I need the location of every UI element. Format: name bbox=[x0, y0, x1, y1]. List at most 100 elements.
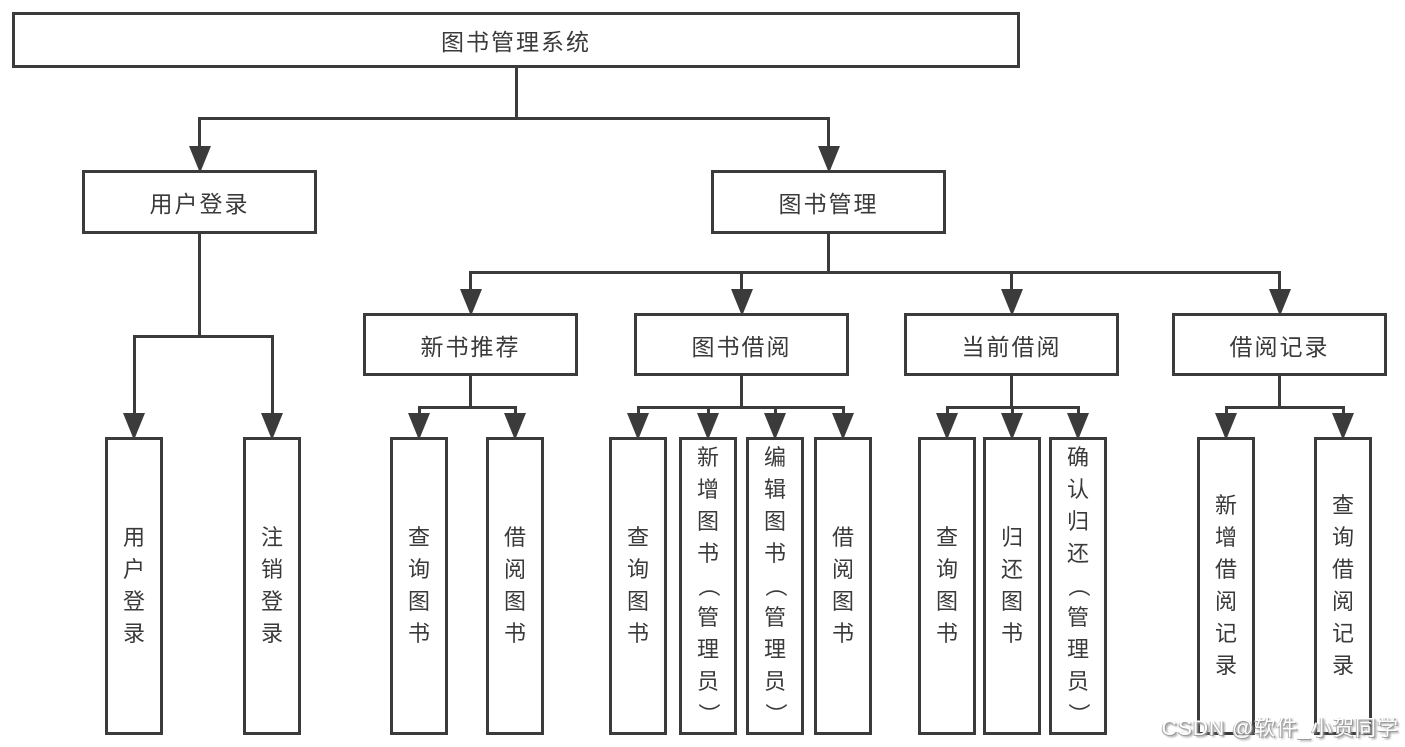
node-label: 归还图书 bbox=[986, 440, 1038, 732]
connector-line bbox=[1076, 407, 1080, 415]
node-label: 查询图书 bbox=[921, 440, 973, 732]
node-label: 查询图书 bbox=[393, 440, 445, 732]
node-label-char: 查 bbox=[1331, 493, 1354, 518]
node-label-char: 还 bbox=[1066, 541, 1089, 566]
arrow-down-icon bbox=[459, 289, 482, 316]
node-label: 查询借阅记录 bbox=[1317, 440, 1369, 732]
connector-line bbox=[636, 407, 640, 415]
node-leaf-confirm-return: 确认归还（管理员） bbox=[1049, 437, 1107, 735]
node-label-char: 阅 bbox=[831, 557, 854, 582]
node-label-char: 图 bbox=[696, 509, 719, 534]
arrow-down-icon bbox=[1000, 289, 1023, 316]
node-leaf-query-books-a: 查询图书 bbox=[390, 437, 448, 735]
connector-line bbox=[945, 407, 949, 415]
node-label-char: 图 bbox=[935, 589, 958, 614]
node-label: 借阅图书 bbox=[489, 440, 541, 732]
node-label-char: 登 bbox=[122, 589, 145, 614]
connector-line bbox=[198, 232, 201, 336]
node-leaf-logout: 注销登录 bbox=[243, 437, 301, 735]
arrow-down-icon bbox=[1067, 413, 1089, 440]
node-book-borrow: 图书借阅 bbox=[634, 313, 849, 376]
connector-line bbox=[270, 336, 274, 415]
node-current-borrow: 当前借阅 bbox=[904, 313, 1119, 376]
node-label: 编辑图书（管理员） bbox=[749, 440, 801, 732]
connector-line bbox=[1010, 272, 1013, 291]
node-label-char: 阅 bbox=[1331, 589, 1354, 614]
arrow-down-icon bbox=[1001, 413, 1023, 440]
arrow-down-icon bbox=[936, 413, 958, 440]
node-label-char: 图 bbox=[1000, 589, 1023, 614]
node-label-char: ） bbox=[695, 702, 721, 726]
node-label-char: 用 bbox=[122, 525, 145, 550]
node-label-char: 员 bbox=[763, 669, 786, 694]
node-leaf-add-books-admin: 新增图书（管理员） bbox=[679, 437, 737, 735]
node-label-char: 认 bbox=[1066, 477, 1089, 502]
node-leaf-add-borrow-record: 新增借阅记录 bbox=[1197, 437, 1255, 735]
node-label-char: 阅 bbox=[1214, 589, 1237, 614]
node-label-char: 新 bbox=[1214, 493, 1237, 518]
node-label-char: 图 bbox=[763, 509, 786, 534]
connector-line bbox=[417, 405, 517, 409]
node-label: 查询图书 bbox=[612, 440, 664, 732]
node-label: 新增借阅记录 bbox=[1200, 440, 1252, 732]
node-label-char: 借 bbox=[831, 525, 854, 550]
node-label-char: 书 bbox=[831, 621, 854, 646]
connector-line bbox=[198, 118, 201, 148]
node-label-char: 书 bbox=[407, 621, 430, 646]
node-label-char: 新 bbox=[696, 445, 719, 470]
node-label-char: 理 bbox=[696, 637, 719, 662]
node-label: 注销登录 bbox=[246, 440, 298, 732]
node-label-char: 理 bbox=[763, 637, 786, 662]
node-label: 图书借阅 bbox=[691, 333, 792, 360]
node-label-char: 录 bbox=[1331, 653, 1354, 678]
connector-line bbox=[469, 270, 1281, 274]
node-label: 用户登录 bbox=[108, 440, 160, 732]
node-label-char: 查 bbox=[407, 525, 430, 550]
node-label-char: 询 bbox=[407, 557, 430, 582]
connector-line bbox=[827, 118, 830, 148]
node-label-char: 录 bbox=[122, 621, 145, 646]
node-label-char: 员 bbox=[1066, 669, 1089, 694]
node-label-char: 登 bbox=[260, 589, 283, 614]
node-label-char: 图 bbox=[831, 589, 854, 614]
arrow-down-icon bbox=[627, 413, 649, 440]
node-label-char: 阅 bbox=[503, 557, 526, 582]
connector-line bbox=[1010, 374, 1013, 407]
connector-line bbox=[1010, 407, 1014, 415]
node-label-char: 图 bbox=[503, 589, 526, 614]
connector-line bbox=[417, 407, 421, 415]
connector-line bbox=[132, 334, 274, 338]
connector-line bbox=[1278, 374, 1281, 407]
node-borrow-records: 借阅记录 bbox=[1172, 313, 1387, 376]
node-label: 当前借阅 bbox=[961, 333, 1062, 360]
node-leaf-edit-books-admin: 编辑图书（管理员） bbox=[746, 437, 804, 735]
connector-line bbox=[198, 116, 830, 120]
node-leaf-return-books: 归还图书 bbox=[983, 437, 1041, 735]
arrow-down-icon bbox=[123, 413, 145, 440]
connector-line bbox=[1224, 407, 1228, 415]
node-label-char: 管 bbox=[1066, 605, 1089, 630]
connector-line bbox=[773, 407, 777, 415]
node-label: 借阅图书 bbox=[817, 440, 869, 732]
node-label-char: 理 bbox=[1066, 637, 1089, 662]
node-label-char: 询 bbox=[1331, 525, 1354, 550]
node-label-char: 增 bbox=[1214, 525, 1237, 550]
node-label-char: 查 bbox=[626, 525, 649, 550]
arrow-down-icon bbox=[261, 413, 283, 440]
node-label: 图书管理 bbox=[778, 191, 879, 217]
connector-line bbox=[1224, 405, 1345, 409]
node-label-char: 书 bbox=[935, 621, 958, 646]
node-user-login: 用户登录 bbox=[82, 170, 317, 234]
node-label-char: 图 bbox=[626, 589, 649, 614]
arrow-down-icon bbox=[764, 413, 786, 440]
node-label: 新增图书（管理员） bbox=[682, 440, 734, 732]
node-label-char: 户 bbox=[122, 557, 145, 582]
node-label-char: 员 bbox=[696, 669, 719, 694]
node-label-char: 管 bbox=[696, 605, 719, 630]
node-label: 图书管理系统 bbox=[441, 29, 591, 55]
node-root: 图书管理系统 bbox=[12, 12, 1020, 68]
connector-line bbox=[1278, 272, 1281, 291]
node-label-char: 确 bbox=[1066, 445, 1089, 470]
node-label-char: 归 bbox=[1000, 525, 1023, 550]
node-leaf-query-borrow-record: 查询借阅记录 bbox=[1314, 437, 1372, 735]
